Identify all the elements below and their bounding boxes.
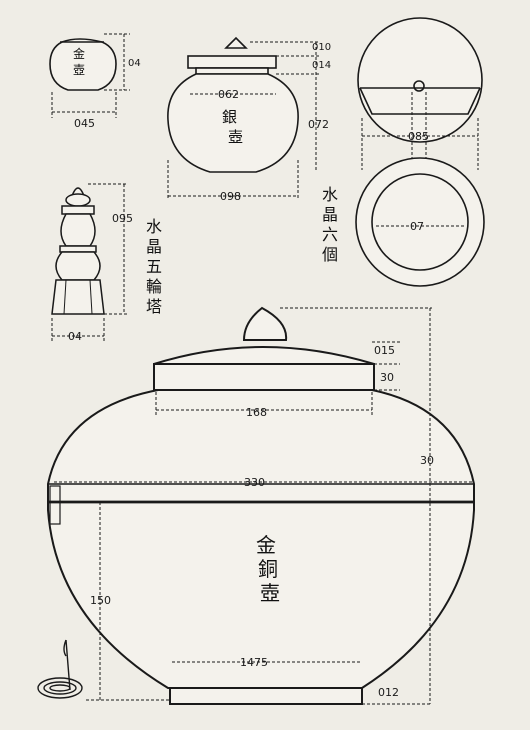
svg-text:六: 六: [322, 225, 338, 244]
gilt-bronze-jar-base-height: 012: [378, 686, 399, 699]
svg-text:塔: 塔: [146, 297, 162, 316]
silver-jar-width: 098: [220, 190, 241, 203]
gilt-bronze-jar-knob: 015: [374, 344, 395, 357]
gilt-bronze-jar-base-width: 1475: [240, 656, 268, 669]
gilt-bronze-jar-dimension-lines: [54, 307, 472, 705]
svg-text:輪: 輪: [146, 277, 162, 296]
svg-text:壺: 壺: [260, 581, 280, 605]
svg-text:銅: 銅: [258, 557, 278, 581]
gold-small-jar-label-2: 壺: [73, 63, 85, 77]
gold-small-jar-height: 04: [128, 58, 141, 69]
svg-text:晶: 晶: [322, 205, 338, 224]
gold-small-jar-label-1: 金: [73, 46, 85, 61]
svg-text:個: 個: [322, 245, 338, 264]
gold-small-jar: [49, 33, 130, 118]
coiled-wire-sketch: [37, 639, 83, 699]
gilt-bronze-jar-top-offset: 30: [420, 454, 434, 467]
crystal-beads: [355, 17, 485, 287]
silver-jar-height: 072: [308, 118, 329, 131]
gold-small-jar-width: 045: [74, 117, 95, 130]
gilt-bronze-jar-body-width: 330: [244, 476, 265, 489]
silver-jar-label-1: 銀: [222, 108, 237, 126]
silver-jar-inner-width: 062: [218, 88, 239, 101]
gilt-bronze-jar: [47, 306, 475, 705]
silver-jar-lid-band: 014: [312, 60, 331, 71]
svg-text:晶: 晶: [146, 237, 162, 256]
crystal-beads-inner-width: 07: [410, 220, 424, 233]
gilt-bronze-jar-lid-width: 168: [246, 406, 267, 419]
silver-jar-label-2: 壺: [228, 128, 243, 146]
crystal-stupa-height: 095: [112, 212, 133, 225]
crystal-stupa-base-width: 04: [68, 330, 82, 343]
svg-text:金: 金: [256, 533, 276, 557]
svg-text:水: 水: [146, 217, 162, 236]
svg-text:五: 五: [146, 257, 162, 276]
crystal-stupa-label: 水 晶 五 輪 塔: [146, 217, 162, 316]
crystal-beads-outer-width: 085: [408, 130, 429, 143]
silver-jar: [167, 36, 320, 200]
crystal-stupa: [51, 187, 105, 315]
gilt-bronze-jar-lid-height: 30: [380, 371, 394, 384]
crystal-beads-label: 水 晶 六 個: [322, 185, 338, 264]
svg-text:水: 水: [322, 185, 338, 204]
silver-jar-lid-top: 010: [312, 42, 331, 53]
gilt-bronze-jar-body-height: 150: [90, 594, 111, 607]
gilt-bronze-jar-label: 金 銅 壺: [256, 533, 280, 605]
